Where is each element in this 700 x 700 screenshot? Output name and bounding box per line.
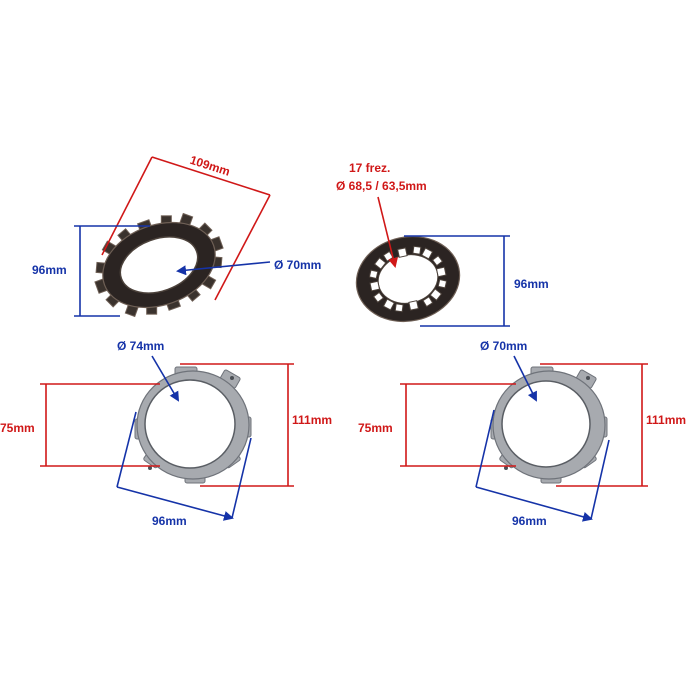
inner-diameter-70-right: Ø 70mm (480, 339, 537, 402)
friction-plate-body (94, 212, 224, 318)
spline-diameter-label: Ø 68,5 / 63,5mm (336, 179, 427, 193)
friction-plate-inner-teeth: 17 frez. Ø 68,5 / 63,5mm 96mm (336, 161, 549, 327)
spline-count-label: 17 frez. (349, 161, 390, 175)
outer-height-label: 111mm (292, 413, 332, 427)
outer-height-label-4: 111mm (646, 413, 686, 427)
dimension-111mm-left: 111mm (180, 363, 332, 487)
inner-height-label: 75mm (0, 421, 35, 435)
dimension-75mm-left: 75mm (0, 383, 160, 467)
inner-diameter-arrow: Ø 70mm (176, 258, 321, 276)
width-label-3: 96mm (152, 514, 187, 528)
steel-plate-right: 75mm 111mm 96mm Ø 70mm (358, 339, 686, 528)
inner-diameter-74: Ø 74mm (117, 339, 180, 402)
width-label-4: 96mm (512, 514, 547, 528)
steel-plate-left-body (134, 366, 252, 484)
inner-diameter-label-4: Ø 70mm (480, 339, 527, 353)
dimension-96mm-left: 96mm (32, 225, 150, 317)
dimension-75mm-right: 75mm (358, 383, 516, 467)
inner-height-label-4: 75mm (358, 421, 393, 435)
steel-plate-right-body (490, 366, 608, 484)
friction-plate-teeth-body (355, 235, 461, 323)
dimension-96mm-right: 96mm (404, 235, 549, 327)
dimension-96mm-bottom-right: 96mm (475, 409, 610, 528)
dimension-111mm-right: 111mm (540, 363, 686, 487)
spline-annotation: 17 frez. Ø 68,5 / 63,5mm (336, 161, 427, 268)
height-label-2: 96mm (514, 277, 549, 291)
steel-plate-left: 75mm 111mm 96mm Ø 74mm (0, 339, 332, 528)
inner-diameter-label-3: Ø 74mm (117, 339, 164, 353)
height-label: 96mm (32, 263, 67, 277)
friction-plate-outer-tabs: 109mm 96mm Ø 70mm (32, 153, 321, 318)
inner-diameter-label: Ø 70mm (274, 258, 321, 272)
dimension-96mm-bottom-left: 96mm (116, 411, 252, 528)
